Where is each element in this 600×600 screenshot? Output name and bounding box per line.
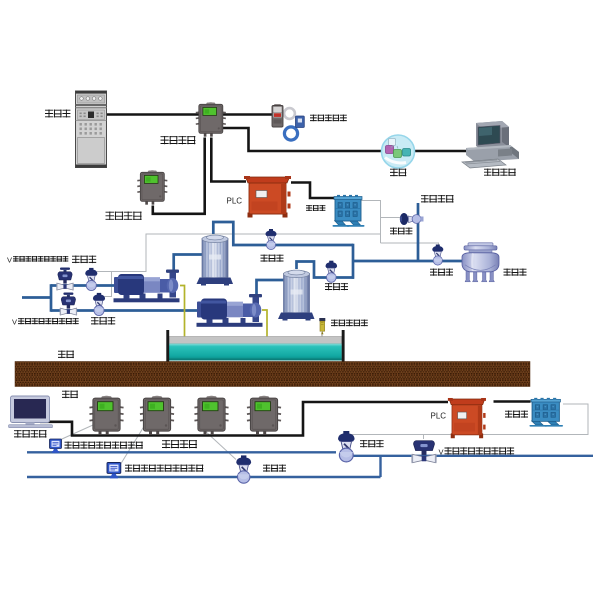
svg-text:V: V [12,317,17,326]
svg-text:PLC: PLC [227,197,243,206]
svg-text:V: V [439,447,444,456]
svg-text:PLC: PLC [431,412,447,421]
svg-text:V: V [7,255,12,264]
